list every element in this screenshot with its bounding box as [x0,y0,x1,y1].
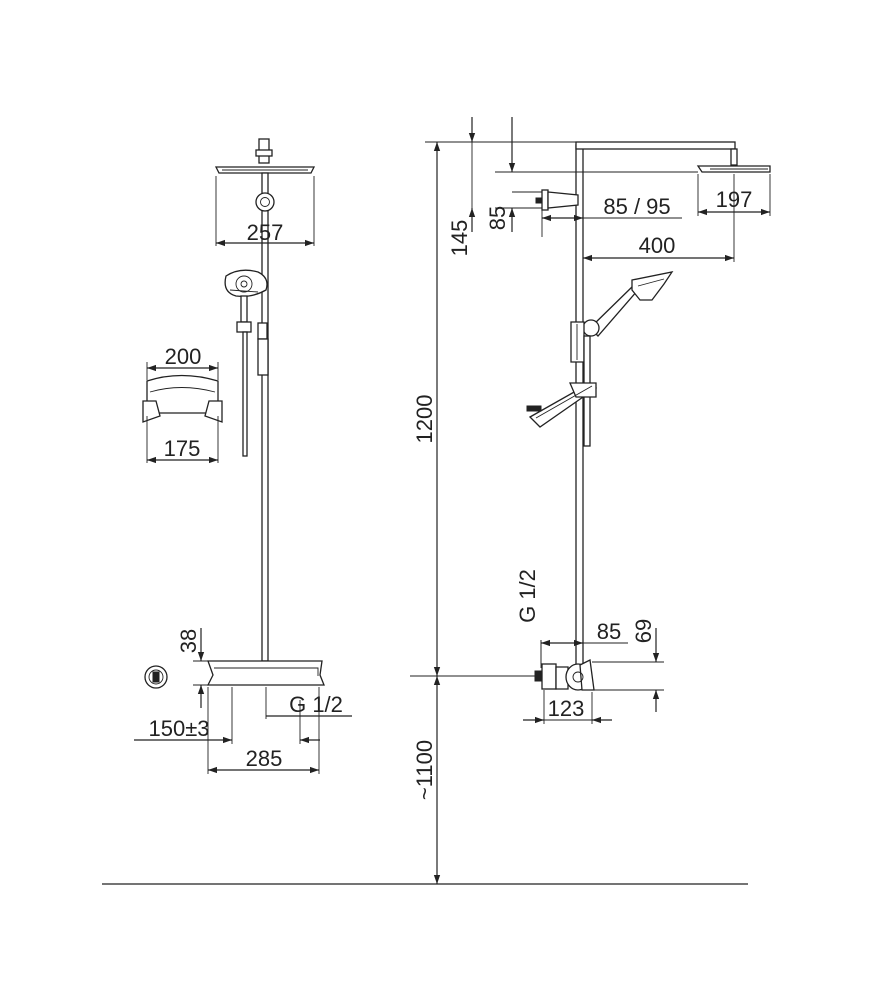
dim-mixer-depth-top: 85 [597,619,621,644]
dim-arm-reach: 400 [639,233,676,258]
side-head-shower [696,148,771,173]
side-soap-shelf [526,382,598,428]
dim-mixer-width: 285 [246,746,283,771]
dim-column-height: 1200 [412,395,437,444]
dim-shelf-width-bottom: 175 [164,436,201,461]
front-column [261,172,269,662]
front-thermostatic-mixer [206,660,325,686]
front-arm-holder [255,192,275,212]
side-shower-arm [575,141,736,150]
front-wall-connector [144,665,168,689]
dim-mixer-height: 38 [176,629,201,653]
side-thermostatic-mixer [534,659,595,691]
dim-mixer-vertical: 69 [631,619,656,643]
dim-inlet-spacing: 150±3 [148,716,209,741]
side-wall-holder [535,189,579,211]
front-soap-shelf [142,374,223,423]
side-hand-shower [570,271,674,447]
dim-wall-distance: 85 / 95 [603,194,670,219]
front-head-shower [214,138,316,174]
dim-floor-height: ~1100 [412,740,437,800]
front-hand-shower [224,269,269,457]
side-column [575,144,584,666]
dim-mixer-depth-bottom: 123 [548,696,585,721]
dim-head-width-front: 257 [247,220,284,245]
dim-inlet-side: G 1/2 [515,569,540,623]
dim-head-drop: 145 [447,220,472,257]
front-view: 257 200 175 38 G 1/2 150±3 285 [134,138,352,774]
dim-shelf-width-top: 200 [165,344,202,369]
side-view: 145 85 85 / 95 197 400 1200 ~1100 G 1/2 [410,117,771,884]
dim-inlet-front: G 1/2 [289,692,343,717]
dim-holder-height: 85 [485,206,510,230]
